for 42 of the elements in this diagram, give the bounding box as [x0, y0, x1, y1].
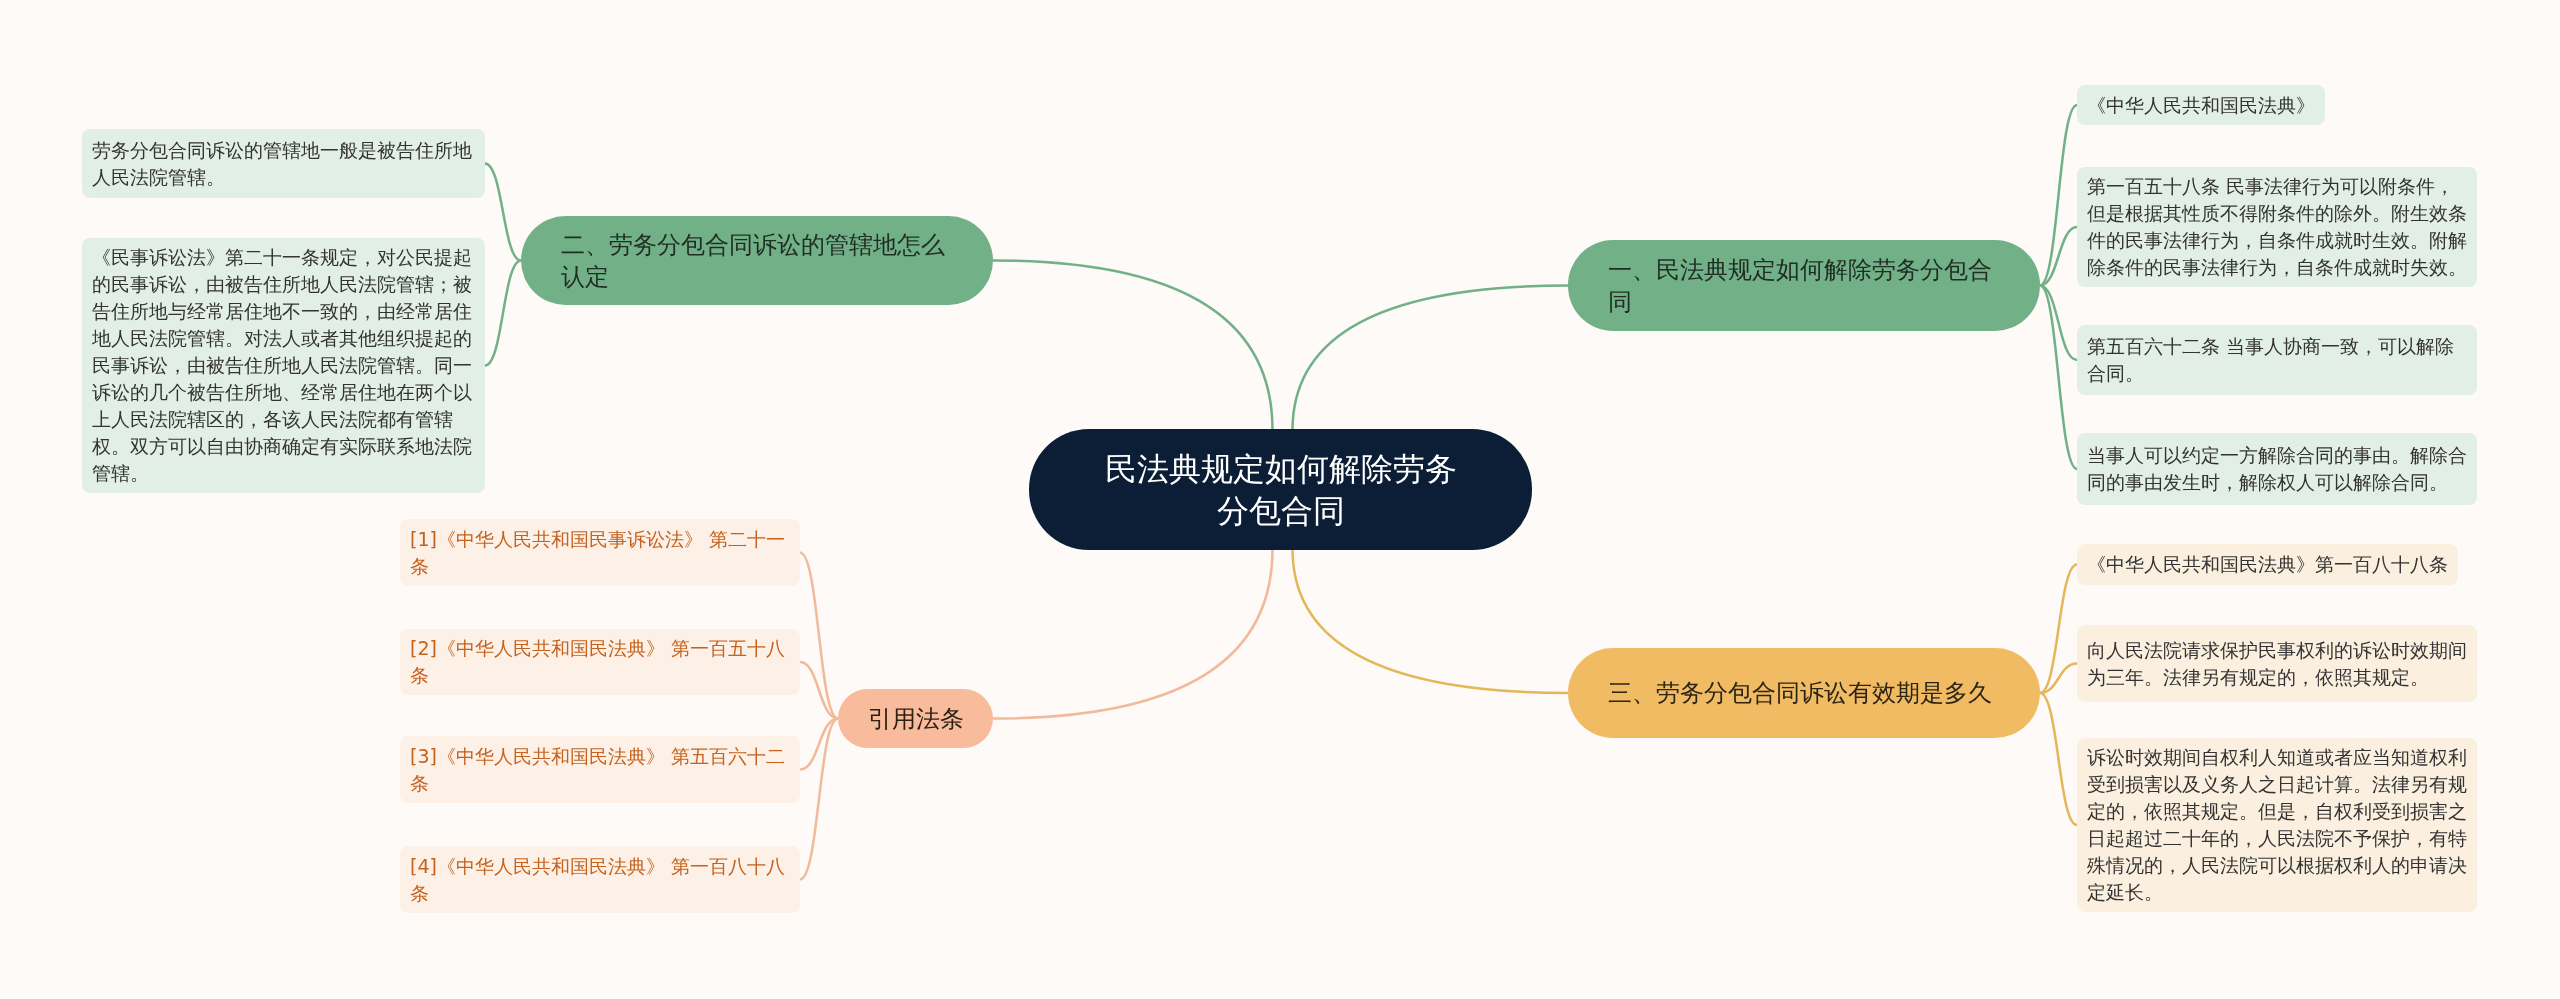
note-box	[82, 129, 485, 198]
reference-box	[400, 846, 800, 913]
reference-text: [3]《中华人民共和国民法典》 第五百六十二条	[410, 743, 786, 796]
note-box	[2077, 625, 2477, 702]
topic-text: 三、劳务分包合同诉讼有效期是多久	[1608, 678, 1992, 709]
note-text: 第五百六十二条 当事人协商一致，可以解除合同。	[2087, 334, 2456, 386]
note-text: 劳务分包合同诉讼的管辖地一般是被告住所地人民法院管辖。	[92, 137, 473, 190]
connector-line	[484, 162, 522, 262]
note-box	[2077, 85, 2325, 125]
note-box	[2077, 544, 2458, 585]
connector-line	[484, 259, 522, 367]
connector-line	[992, 259, 1274, 431]
connector-line	[992, 548, 1274, 720]
note-text: 《民事诉讼法》第二十一条规定，对公民提起的民事诉讼，由被告住所地人民法院管辖；被告住所地与经常居住地不一致的，由经常居住地人民法院管辖。对法人或者其他组织提起的民事诉讼，由被告住所地人民法院管辖。同一诉讼的几个被告住所地、经常居住地在两个以上人民法院辖区的，各该人民法院都有管辖权。双方可以自由协商确定有实际联系地法院管辖。	[92, 245, 473, 486]
reference-box	[400, 736, 800, 803]
topic-text: 二、劳务分包合同诉讼的管辖地怎么认定	[561, 229, 946, 293]
connector-line	[2039, 691, 2078, 827]
connector-line	[2039, 662, 2078, 695]
connector-line	[2039, 284, 2078, 470]
reference-text: [4]《中华人民共和国民法典》 第一百八十八条	[410, 853, 786, 906]
reference-text: [1]《中华人民共和国民事诉讼法》 第二十一条	[410, 526, 786, 579]
note-text: 《中华人民共和国民法典》	[2087, 92, 2315, 118]
note-box	[2077, 325, 2477, 395]
topic-text: 一、民法典规定如何解除劳务分包合同	[1608, 254, 1993, 318]
reference-text: [2]《中华人民共和国民法典》 第一百五十八条	[410, 636, 786, 688]
topic-text: 民法典规定如何解除劳务分包合同	[1103, 448, 1458, 532]
connector-line	[799, 551, 839, 720]
connector-line	[2039, 563, 2078, 695]
connector-line	[2039, 104, 2078, 287]
note-text: 第一百五十八条 民事法律行为可以附条件，但是根据其性质不得附条件的除外。附生效条件的民事法律行为，自条件成就时生效。附解除条件的民事法律行为，自条件成就时失效。	[2087, 174, 2467, 280]
note-text: 向人民法院请求保护民事权利的诉讼时效期间为三年。法律另有规定的，依照其规定。	[2087, 637, 2467, 690]
topic-text: 引用法条	[867, 703, 964, 735]
connector-line	[1291, 284, 1569, 431]
note-text: 《中华人民共和国民法典》第一百八十八条	[2087, 552, 2448, 577]
note-box	[2077, 167, 2477, 287]
note-text: 当事人可以约定一方解除合同的事由。解除合同的事由发生时，解除权人可以解除合同。	[2087, 443, 2467, 495]
connector-line	[799, 717, 839, 881]
reference-box	[400, 519, 800, 586]
reference-box	[400, 629, 800, 695]
note-box	[2077, 433, 2477, 505]
connector-line	[1291, 548, 1569, 695]
note-text: 诉讼时效期间自权利人知道或者应当知道权利受到损害以及义务人之日起计算。法律另有规定的，依照其规定。但是，自权利受到损害之日起超过二十年的，人民法院不予保护，有特殊情况的，人民法院可以根据权利人的申请决定延长。	[2087, 745, 2467, 905]
